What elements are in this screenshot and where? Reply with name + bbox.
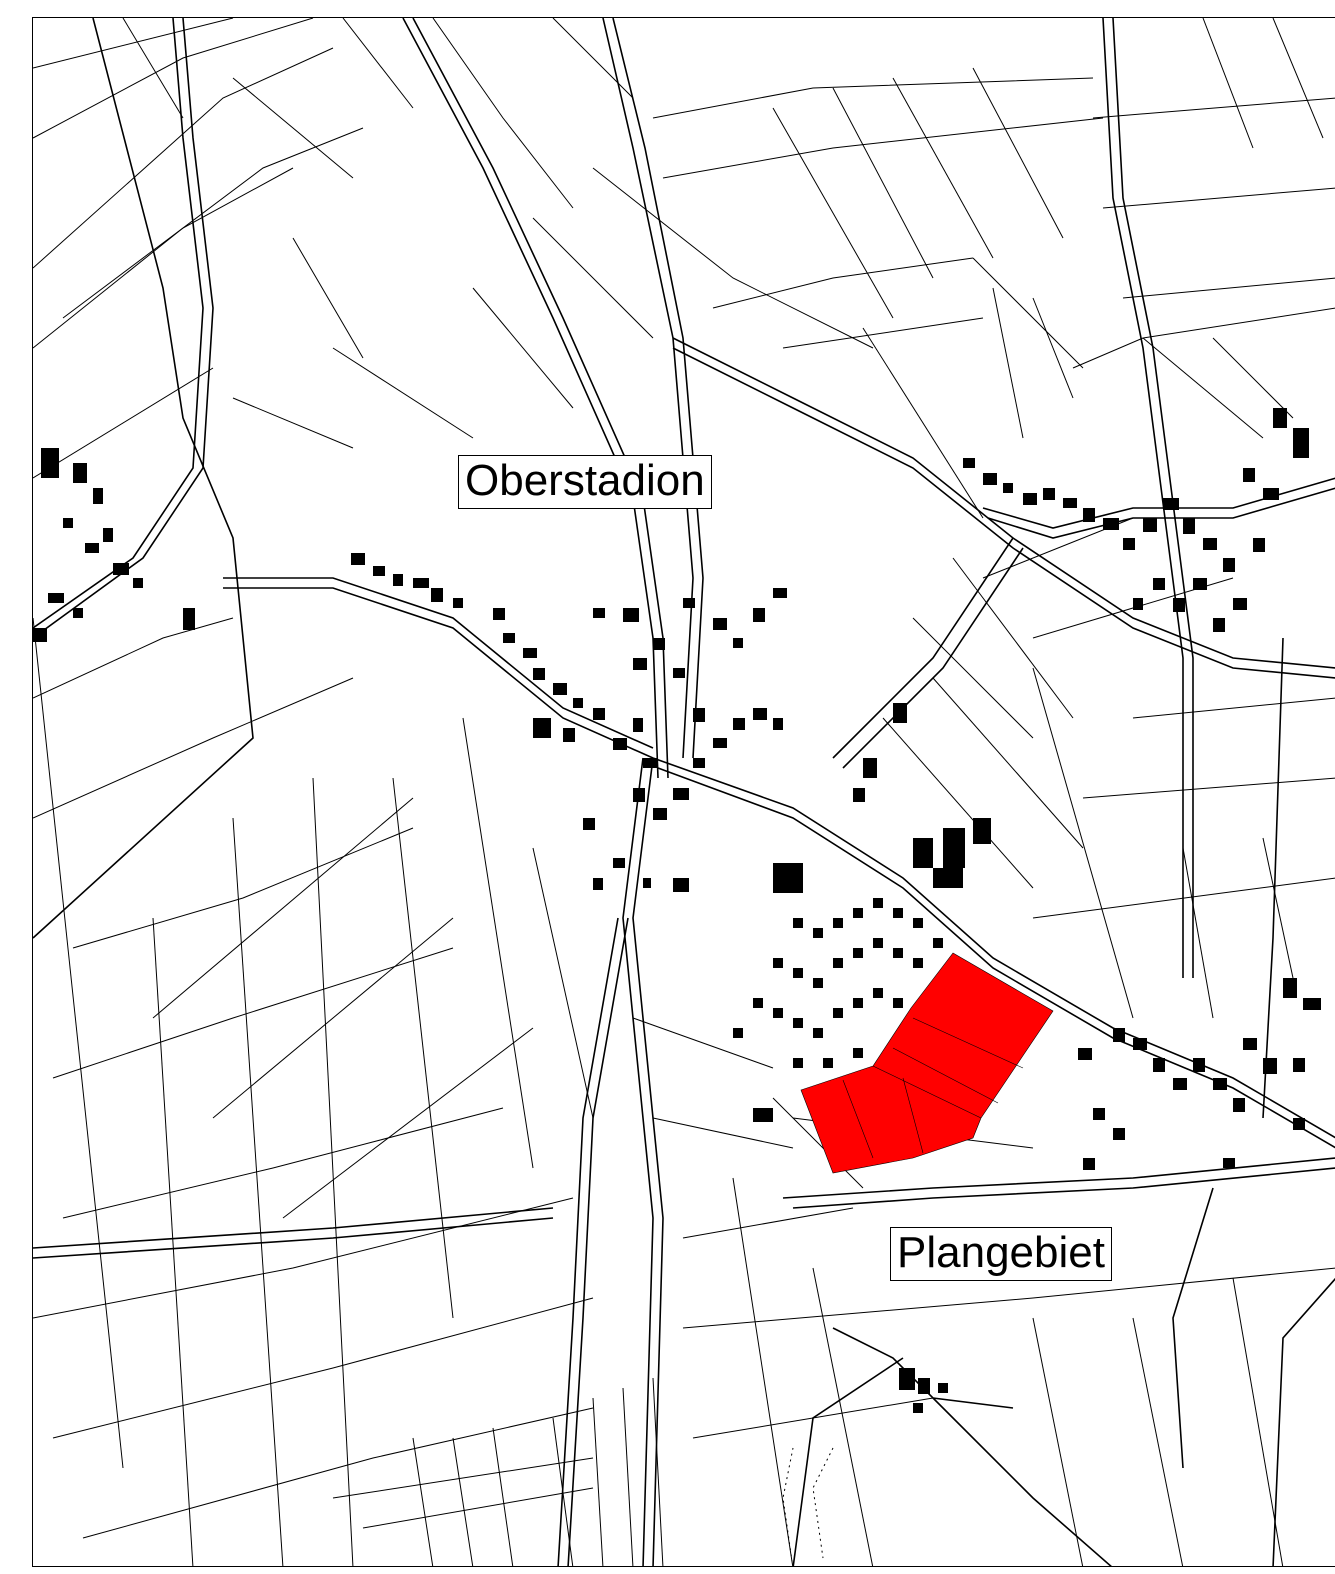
label-oberstadion: Oberstadion xyxy=(458,455,712,510)
cadastral-map[interactable] xyxy=(33,18,1335,1567)
watercourse-dots xyxy=(782,1447,834,1566)
map-frame: Oberstadion Plangebiet xyxy=(32,17,1335,1567)
label-plangebiet: Plangebiet xyxy=(890,1227,1112,1282)
buildings xyxy=(33,408,1321,1413)
plan-area[interactable] xyxy=(800,952,1054,1174)
road-network xyxy=(33,18,1335,1566)
